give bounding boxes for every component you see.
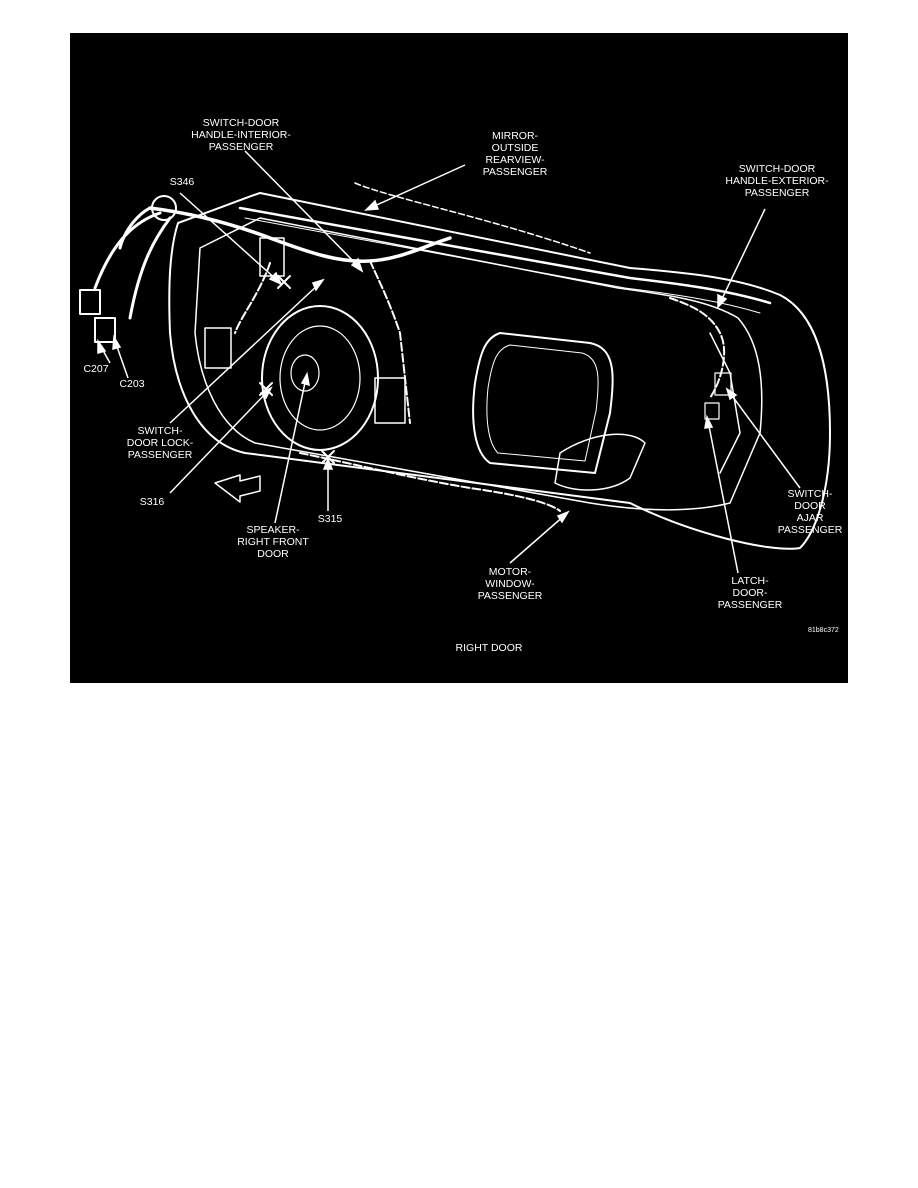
label-c203: C203 xyxy=(119,378,145,390)
label-motor-window: MOTOR- WINDOW- PASSENGER xyxy=(477,566,543,602)
label-switch-door-lock: SWITCH- DOOR LOCK- PASSENGER xyxy=(126,425,194,461)
figure-code: 81b8c372 xyxy=(808,627,839,634)
label-switch-door-handle-interior: SWITCH-DOOR HANDLE-INTERIOR- PASSENGER xyxy=(191,117,291,153)
label-latch-door: LATCH- DOOR- PASSENGER xyxy=(717,575,783,611)
wiring-harness xyxy=(93,206,172,320)
label-c207: C207 xyxy=(83,363,109,375)
c207-connector xyxy=(79,289,101,315)
label-switch-door-handle-exterior: SWITCH-DOOR HANDLE-EXTERIOR- PASSENGER xyxy=(725,163,829,199)
label-s315: S315 xyxy=(317,513,343,525)
right-door-wiring-diagram: SWITCH-DOOR HANDLE-INTERIOR- PASSENGER M… xyxy=(70,33,848,683)
label-switch-door-ajar: SWITCH- DOOR AJAR PASSENGER xyxy=(777,488,843,536)
door-outline xyxy=(168,192,831,550)
forward-direction-arrow xyxy=(214,474,261,503)
label-s346: S346 xyxy=(169,176,195,188)
c203-connector xyxy=(94,317,116,343)
label-speaker-right-front-door: SPEAKER- RIGHT FRONT DOOR xyxy=(237,524,309,560)
label-mirror-outside-rearview: MIRROR- OUTSIDE REARVIEW- PASSENGER xyxy=(482,130,548,178)
door-inner-panel xyxy=(194,217,763,511)
label-s316: S316 xyxy=(139,496,165,508)
s346-splice-mark xyxy=(277,275,291,289)
figure-caption: RIGHT DOOR xyxy=(455,642,523,654)
door-illustration xyxy=(79,150,831,574)
